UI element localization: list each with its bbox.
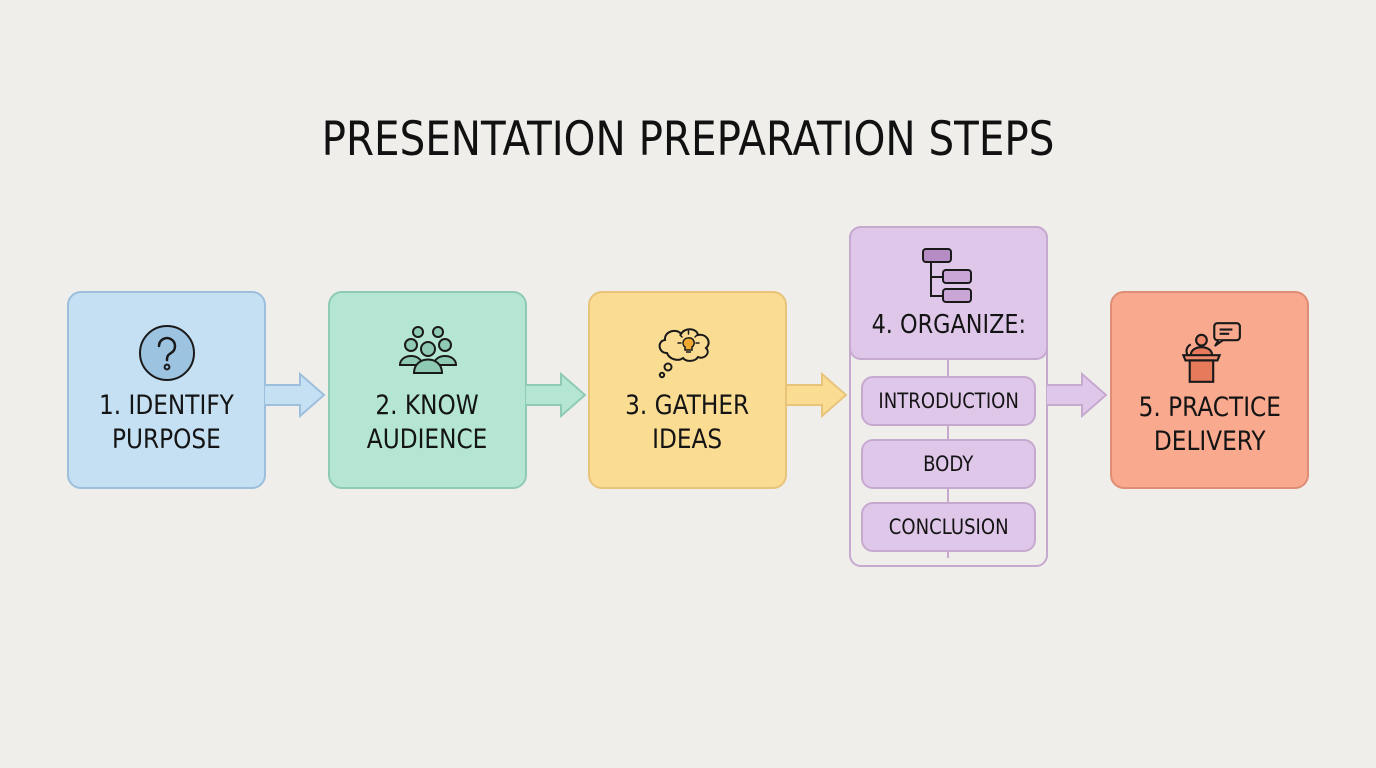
step-label: 2. KNOW AUDIENCE <box>367 390 488 455</box>
arrow-right-icon <box>1046 372 1108 418</box>
step-gather-ideas: 3. GATHER IDEAS <box>588 291 787 489</box>
step-know-audience: 2. KNOW AUDIENCE <box>328 291 527 489</box>
sub-item-label: INTRODUCTION <box>878 389 1019 413</box>
step-organize: 4. ORGANIZE: <box>849 226 1048 360</box>
step-label: 3. GATHER IDEAS <box>625 390 750 455</box>
thought-cloud-lightbulb-icon <box>658 328 710 379</box>
step-label: 4. ORGANIZE: <box>871 310 1026 340</box>
organize-item-introduction: INTRODUCTION <box>861 376 1036 426</box>
organize-item-body: BODY <box>861 439 1036 489</box>
step-label: 1. IDENTIFY PURPOSE <box>99 390 234 455</box>
sub-item-label: CONCLUSION <box>888 515 1009 539</box>
hierarchy-tree-icon <box>921 248 972 303</box>
arrow-right-icon <box>786 372 848 418</box>
organize-item-conclusion: CONCLUSION <box>861 502 1036 552</box>
question-circle-icon <box>138 325 195 381</box>
step-label: 5. PRACTICE DELIVERY <box>1138 392 1281 457</box>
arrow-right-icon <box>525 372 587 418</box>
arrow-right-icon <box>264 372 326 418</box>
step-identify-purpose: 1. IDENTIFY PURPOSE <box>67 291 266 489</box>
audience-group-icon <box>398 326 457 374</box>
speaker-podium-icon <box>1181 322 1241 383</box>
step-practice-delivery: 5. PRACTICE DELIVERY <box>1110 291 1309 489</box>
sub-item-label: BODY <box>923 452 974 476</box>
diagram-title: PRESENTATION PREPARATION STEPS <box>321 112 1055 167</box>
